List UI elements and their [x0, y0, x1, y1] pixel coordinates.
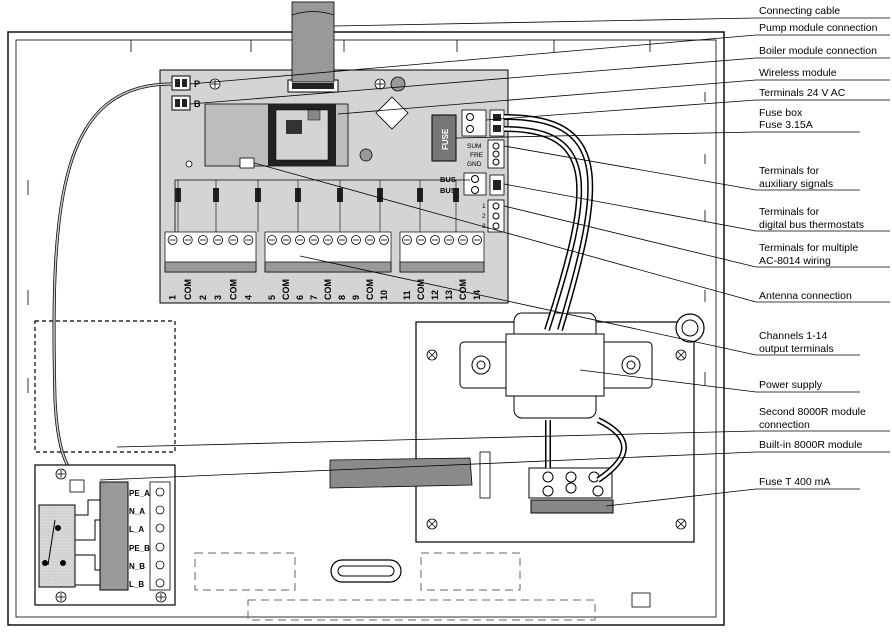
pump-connector: P [171, 75, 200, 91]
callout-wireless-module: Wireless module [759, 67, 837, 79]
svg-text:BUS: BUS [440, 186, 456, 195]
channel-label: 8 [337, 295, 347, 300]
channel-label: 2 [198, 295, 208, 300]
aux-terminals: SUM FRE GND [467, 139, 505, 169]
channel-label: 12 [430, 290, 440, 300]
connecting-cable [291, 1, 335, 83]
channel-label: 5 [267, 295, 277, 300]
multi-terminals: 1 2 3 [482, 199, 505, 233]
callout-connecting-cable: Connecting cable [759, 5, 840, 17]
callout-aux-line1: Terminals for [759, 165, 820, 177]
terminals-24vac [461, 109, 505, 137]
boiler-connector: B [171, 95, 201, 111]
builtin-8000r-module: PE_A N_A L_A PE_B N_B L_B [34, 464, 176, 606]
callout-boiler-module: Boiler module connection [759, 45, 877, 57]
channel-screws [167, 180, 482, 245]
callout-second-line2: connection [759, 419, 810, 431]
leader-lines [99, 17, 757, 507]
callout-channels-line1: Channels 1-14 [759, 330, 827, 342]
pump-label: P [194, 79, 200, 89]
mains-terminal-block [528, 467, 614, 514]
module-terminal-label: PE_B [129, 544, 150, 553]
callout-multi-line1: Terminals for multiple [759, 242, 858, 254]
svg-text:2: 2 [482, 213, 486, 220]
callout-aux-line2: auxiliary signals [759, 178, 833, 190]
callout-terminals-24vac: Terminals 24 V AC [759, 87, 846, 99]
channel-label: 11 [402, 290, 412, 300]
main-board: P B FUSE SUM FRE GND BUS [159, 69, 509, 304]
svg-text:BUS: BUS [440, 175, 456, 184]
channel-label: 13 [444, 290, 454, 300]
boiler-label: B [194, 99, 201, 109]
channel-label: COM [228, 279, 238, 300]
callout-fuse-box: Fuse box [759, 107, 803, 119]
channel-label: 4 [243, 295, 253, 300]
antenna-connector [239, 157, 255, 169]
channel-label: 1 [168, 295, 178, 300]
channel-label: 3 [213, 295, 223, 300]
channel-label: 10 [379, 290, 389, 300]
channel-label: 6 [295, 295, 305, 300]
channel-label: COM [183, 279, 193, 300]
callout-pump-module: Pump module connection [759, 22, 878, 34]
module-terminal-label: L_B [129, 580, 144, 589]
callout-power-supply: Power supply [759, 379, 823, 391]
channel-label: COM [281, 279, 291, 300]
bus-terminals: BUS BUS [440, 172, 505, 196]
callout-second-line1: Second 8000R module [759, 406, 866, 418]
svg-text:1: 1 [482, 203, 486, 210]
channel-label: 14 [472, 290, 482, 300]
callout-fuse-t400: Fuse T 400 mA [759, 476, 830, 488]
callout-channels-line2: output terminals [759, 343, 834, 355]
module-terminal-label: PE_A [129, 489, 150, 498]
callout-bus-line1: Terminals for [759, 206, 820, 218]
module-terminal-label: N_A [129, 507, 145, 516]
channel-label: COM [416, 279, 426, 300]
callout-labels: Connecting cable Pump module connection … [759, 5, 878, 488]
fuse-label: FUSE [441, 128, 450, 150]
module-terminal-label: L_A [129, 525, 144, 534]
fuse-t400 [530, 499, 614, 514]
svg-text:GND: GND [467, 161, 482, 168]
callout-antenna: Antenna connection [759, 290, 852, 302]
transformer [459, 312, 653, 419]
power-supply-plate [329, 312, 705, 543]
callout-multi-line2: AC-8014 wiring [759, 255, 831, 267]
svg-text:FRE: FRE [470, 152, 484, 159]
callout-fuse-rating: Fuse 3.15A [759, 119, 813, 131]
channel-label: COM [458, 279, 468, 300]
module-terminal-label: N_B [129, 562, 145, 571]
channel-label: COM [365, 279, 375, 300]
callout-underlines [756, 17, 890, 490]
callout-bus-line2: digital bus thermostats [759, 219, 864, 231]
channel-label: COM [323, 279, 333, 300]
channel-label: 9 [351, 295, 361, 300]
svg-text:SUM: SUM [467, 143, 481, 150]
fuse-box: FUSE [431, 114, 457, 162]
channel-label: 7 [309, 295, 319, 300]
callout-builtin: Built-in 8000R module [759, 439, 862, 451]
